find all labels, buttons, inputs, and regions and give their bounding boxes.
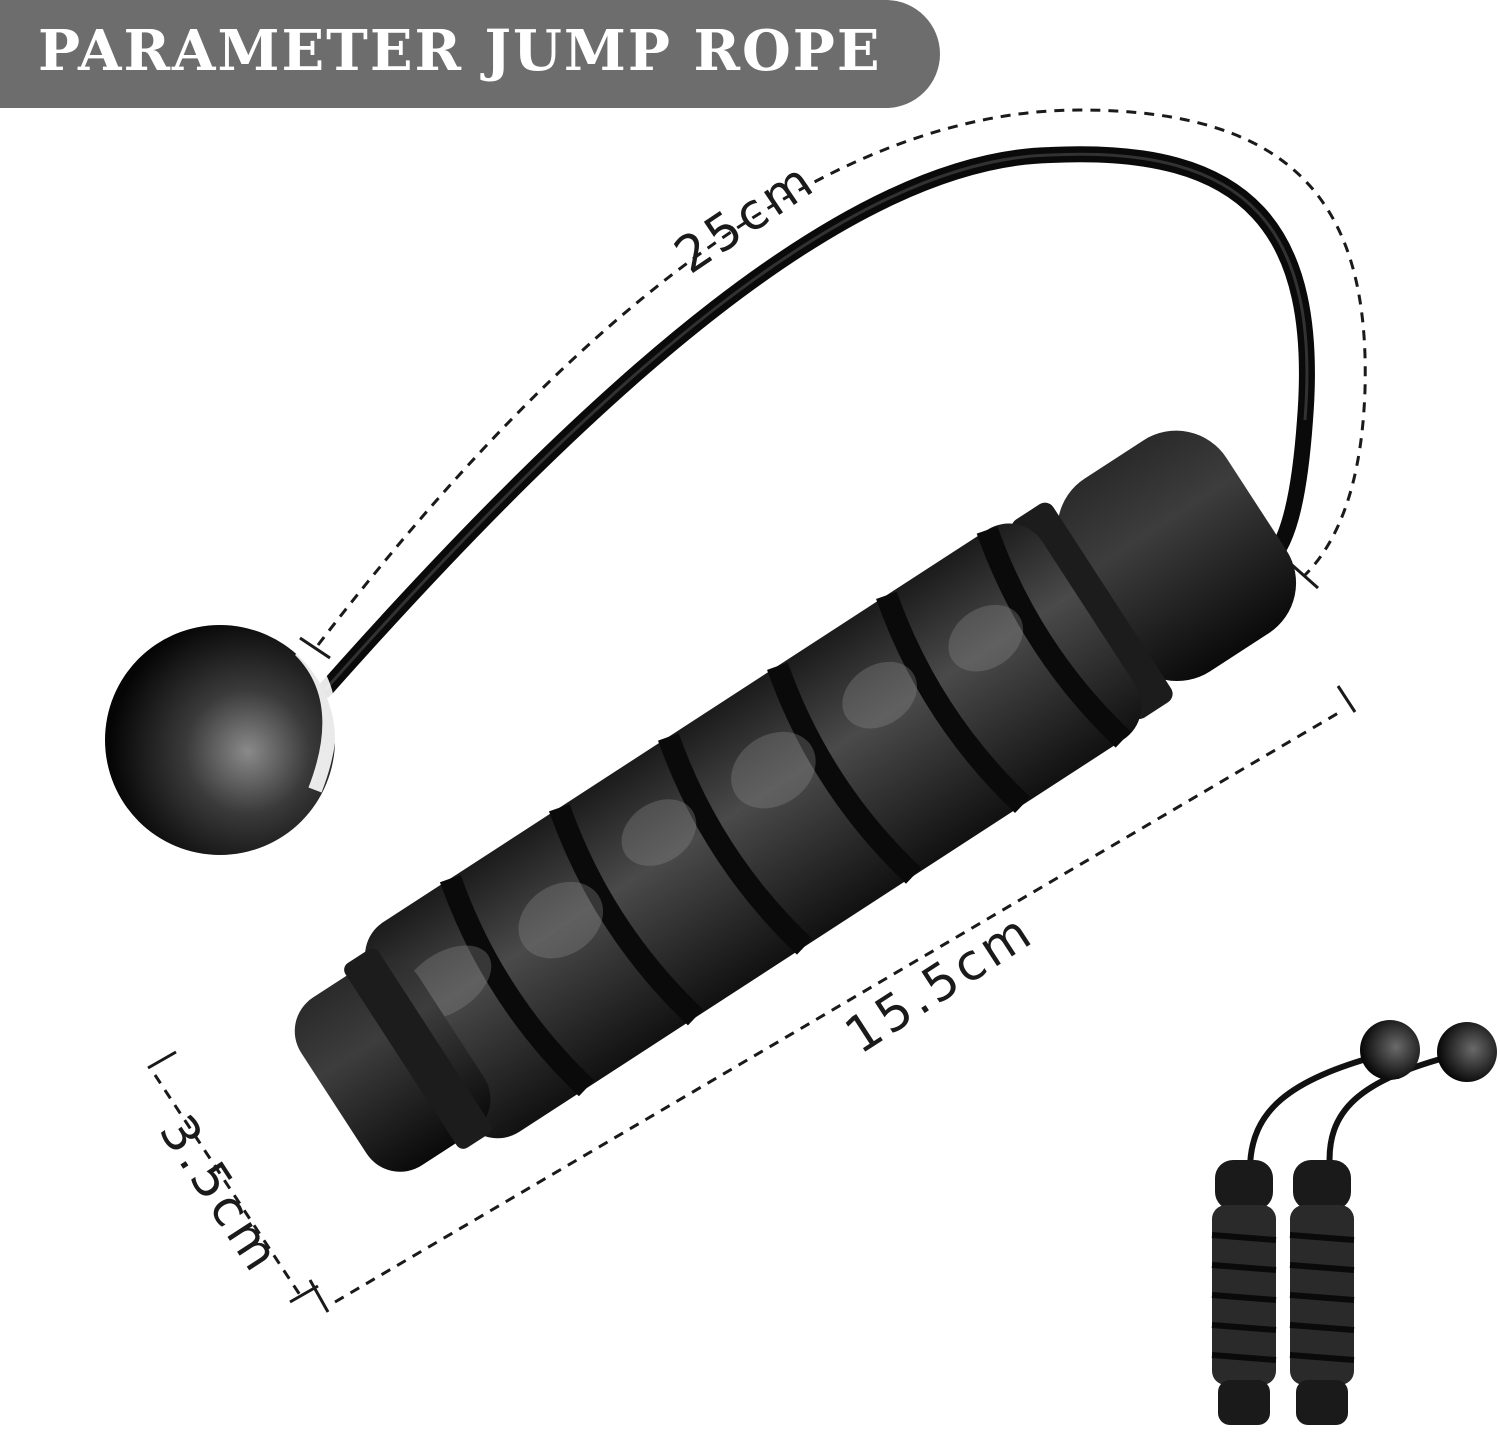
- grip-ridges: [439, 526, 1131, 1097]
- title-banner: PARAMETER JUMP ROPE: [0, 0, 940, 108]
- handle-diameter-label: 3.5cm: [148, 1105, 292, 1284]
- dimension-rope-length: [316, 108, 1367, 646]
- dimension-handle-diameter: [147, 1050, 319, 1304]
- rope-length-label: 25cm: [664, 150, 826, 285]
- handle: [294, 430, 1297, 1172]
- mini-ball-left: [1360, 1020, 1420, 1080]
- page-title: PARAMETER JUMP ROPE: [38, 18, 882, 84]
- weighted-ball: [105, 625, 335, 855]
- mini-handle-right: [1289, 1160, 1355, 1425]
- dimension-handle-length: [308, 685, 1357, 1313]
- handle-length-label: 15.5cm: [835, 901, 1044, 1065]
- mini-rope-pair: [1211, 1020, 1497, 1425]
- mini-ball-right: [1437, 1022, 1497, 1082]
- rope-length-ticks: [299, 563, 1319, 660]
- mini-handle-left: [1211, 1160, 1277, 1425]
